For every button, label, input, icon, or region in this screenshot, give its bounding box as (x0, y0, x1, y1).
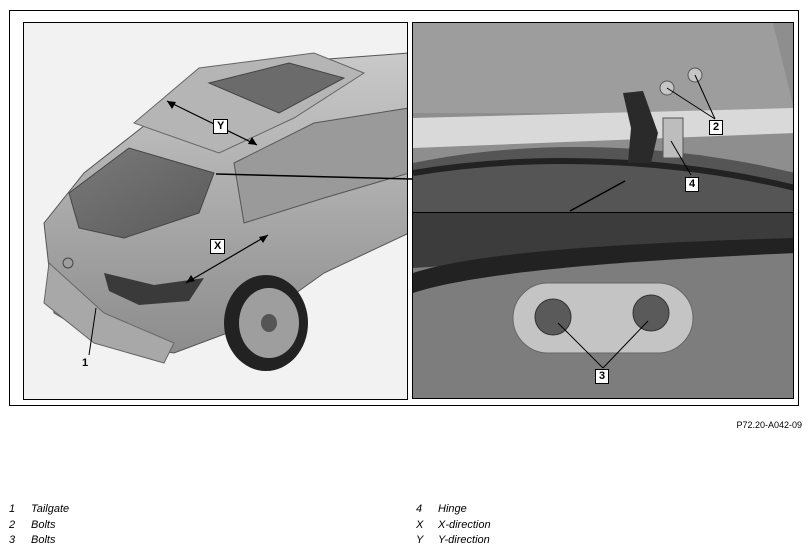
legend-text: Y-direction (438, 534, 490, 546)
legend-right: 4 Hinge X X-direction Y Y-direction (416, 502, 491, 549)
callout-3: 3 (595, 369, 610, 384)
legend-item: 2 Bolts (9, 518, 69, 534)
hinge-detail-panel: 2 4 (412, 22, 794, 215)
car-illustration-panel: Y X 1 (23, 22, 408, 400)
legend-number: 4 (416, 503, 423, 515)
callout-4: 4 (685, 177, 700, 192)
legend-item: 3 Bolts (9, 533, 69, 549)
legend-number: 1 (9, 503, 16, 515)
legend-number: 3 (9, 534, 16, 546)
callout-1: 1 (82, 357, 89, 369)
car-illustration (43, 52, 407, 371)
legend-item: X X-direction (416, 518, 491, 534)
legend-number: X (416, 518, 424, 531)
legend-item: 1 Tailgate (9, 502, 69, 518)
bolts-detail-illustration (413, 213, 793, 398)
figure-reference: P72.20-A042-09 (736, 420, 802, 430)
legend-text: Bolts (31, 534, 56, 546)
hinge-detail-illustration (413, 23, 793, 214)
legend-item: Y Y-direction (416, 533, 491, 549)
figure-frame: Y X 1 2 4 (9, 10, 799, 406)
legend-item: 4 Hinge (416, 502, 491, 518)
callout-y: Y (213, 119, 229, 134)
legend-number: Y (416, 534, 424, 546)
legend-text: Bolts (31, 518, 56, 531)
legend-number: 2 (9, 518, 16, 531)
legend-text: Tailgate (31, 503, 70, 515)
bolts-detail-panel: 3 (412, 212, 794, 399)
legend-text: Hinge (438, 503, 467, 515)
legend-text: X-direction (438, 518, 491, 531)
callout-x: X (210, 239, 226, 254)
callout-2: 2 (709, 120, 724, 135)
